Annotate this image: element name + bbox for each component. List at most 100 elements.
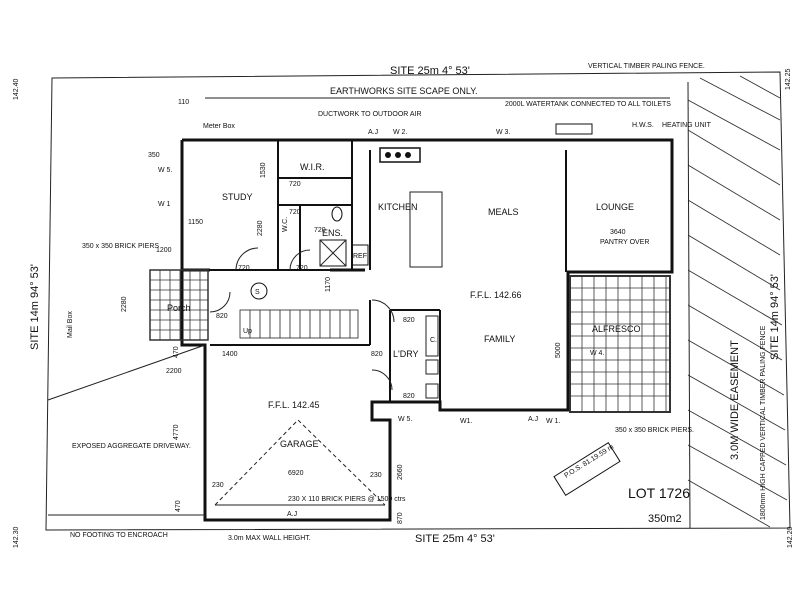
shower-box <box>319 239 347 267</box>
pos-note: P.O.S. 81.19.59 m <box>563 444 615 480</box>
dim-720d: 720 <box>296 265 308 272</box>
site-bottom-label: SITE 25m 4° 53' <box>415 533 495 545</box>
stair-up-label: Up <box>243 328 252 335</box>
earthworks-note: EARTHWORKS SITE SCAPE ONLY. <box>330 86 478 96</box>
smoke-detector-icon <box>250 282 268 300</box>
brick-piers-left-note: 350 x 350 BRICK PIERS <box>82 243 159 250</box>
dim-5000: 5000 <box>555 342 562 358</box>
ffl-garage-label: F.F.L. 142.45 <box>268 400 320 410</box>
dim-820c: 820 <box>371 351 383 358</box>
internal-walls <box>210 140 567 402</box>
house-outer-wall <box>180 138 674 522</box>
room-porch: Porch <box>167 303 191 313</box>
room-kitchen: KITCHEN <box>378 202 418 212</box>
heating-note: HEATING UNIT <box>662 122 712 129</box>
dim-1530: 1530 <box>260 162 267 178</box>
fence-right-note: 1800mm HIGH CAPPED VERTICAL TIMBER PALIN… <box>760 325 767 520</box>
room-wir: W.I.R. <box>300 162 325 172</box>
site-top-label: SITE 25m 4° 53' <box>390 65 470 77</box>
cooktop <box>379 147 421 163</box>
driveway-edge <box>47 344 206 401</box>
dim-870: 870 <box>397 512 404 524</box>
site-left-label: SITE 14m 94° 53' <box>29 264 41 350</box>
door-swings <box>209 247 395 391</box>
dim-470b: 470 <box>175 500 182 512</box>
dim-820d: 820 <box>403 393 415 400</box>
dim-1150: 1150 <box>188 219 203 226</box>
room-alfresco: ALFRESCO <box>592 324 641 334</box>
window-w4: W 4. <box>590 350 604 357</box>
driveway-note: EXPOSED AGGREGATE DRIVEWAY. <box>72 443 191 450</box>
room-family: FAMILY <box>484 334 515 344</box>
dim-4770: 4770 <box>173 424 180 440</box>
fence-note: VERTICAL TIMBER PALING FENCE. <box>588 63 705 70</box>
easement-line <box>687 81 691 529</box>
alfresco-grid <box>569 275 671 413</box>
dim-2280: 2280 <box>257 220 264 236</box>
garage-door-swing <box>214 419 386 506</box>
meter-box-note: Meter Box <box>203 123 235 130</box>
hws-note: H.W.S. <box>632 122 654 129</box>
aj-label-garage: A.J <box>287 511 297 518</box>
dim-720c: 720 <box>238 265 250 272</box>
window-w5-ldry: W 5. <box>398 416 412 423</box>
dim-470a: 470 <box>173 346 180 358</box>
dim-2200: 2200 <box>166 368 182 375</box>
fridge-box <box>351 244 369 266</box>
brick-piers-garage-note: 230 X 110 BRICK PIERS @ 1500 ctrs <box>288 496 406 503</box>
no-footing-note: NO FOOTING TO ENCROACH <box>70 532 168 539</box>
window-w1-study: W 1 <box>158 201 171 208</box>
smoke-detector-label: S <box>255 289 260 296</box>
dim-1400: 1400 <box>222 351 238 358</box>
site-right-label: SITE 14m 94° 53' <box>769 274 781 360</box>
watertank <box>555 123 593 135</box>
window-w1-family: W1. <box>460 418 473 425</box>
window-w5-study: W 5. <box>158 167 172 174</box>
dim-230b: 230 <box>370 472 382 479</box>
kitchen-island <box>409 191 443 268</box>
max-wall-note: 3.0m MAX WALL HEIGHT. <box>228 535 311 542</box>
corner-level-br: 142.20 <box>787 526 794 548</box>
window-w3: W 3. <box>496 129 510 136</box>
dim-820a: 820 <box>216 313 228 320</box>
dim-2660: 2660 <box>397 464 404 480</box>
window-w1-alfresco: W 1. <box>546 418 560 425</box>
dim-230a: 230 <box>212 482 224 489</box>
dim-2280b: 2280 <box>121 296 128 312</box>
pos-stamp <box>553 442 621 496</box>
duct-note: DUCTWORK TO OUTDOOR AIR <box>318 111 422 118</box>
dim-720a: 720 <box>289 181 301 188</box>
wc-label: W.C. <box>282 217 289 232</box>
mail-box-note: Mail Box <box>67 311 74 338</box>
ref-label: REF <box>353 253 367 260</box>
corner-level-tr: 142.25 <box>785 68 792 90</box>
lot-label: LOT 1726 <box>628 485 690 501</box>
toilet-icon <box>331 206 343 222</box>
room-ens: ENS. <box>322 228 343 238</box>
area-label: 350m2 <box>648 513 682 525</box>
ffl-main-label: F.F.L. 142.66 <box>470 290 522 300</box>
easement-label: 3.0M WIDE EASEMENT <box>729 340 741 460</box>
dim-720e: 720 <box>314 227 326 234</box>
room-study: STUDY <box>222 192 253 202</box>
aj-label-top: A.J <box>368 129 378 136</box>
pantry-note: PANTRY OVER <box>600 239 649 246</box>
dim-1170: 1170 <box>325 277 332 292</box>
site-boundary <box>45 71 791 531</box>
brick-piers-right-note: 350 x 350 BRICK PIERS. <box>615 427 694 434</box>
dim-110: 110 <box>178 99 189 106</box>
room-meals: MEALS <box>488 207 519 217</box>
room-garage: GARAGE <box>280 439 319 449</box>
c-label: C. <box>430 337 437 344</box>
dim-350: 350 <box>148 152 160 159</box>
stairs <box>239 309 359 339</box>
easement-hatch <box>687 75 788 528</box>
dim-720b: 720 <box>289 209 301 216</box>
aj-label-bottom: A.J <box>528 416 538 423</box>
watertank-note: 2000L WATERTANK CONNECTED TO ALL TOILETS <box>505 101 671 108</box>
corner-level-tl: 142.40 <box>13 78 20 100</box>
corner-level-bl: 142.30 <box>13 526 20 548</box>
room-lounge: LOUNGE <box>596 202 634 212</box>
dim-1200: 1200 <box>156 247 172 254</box>
